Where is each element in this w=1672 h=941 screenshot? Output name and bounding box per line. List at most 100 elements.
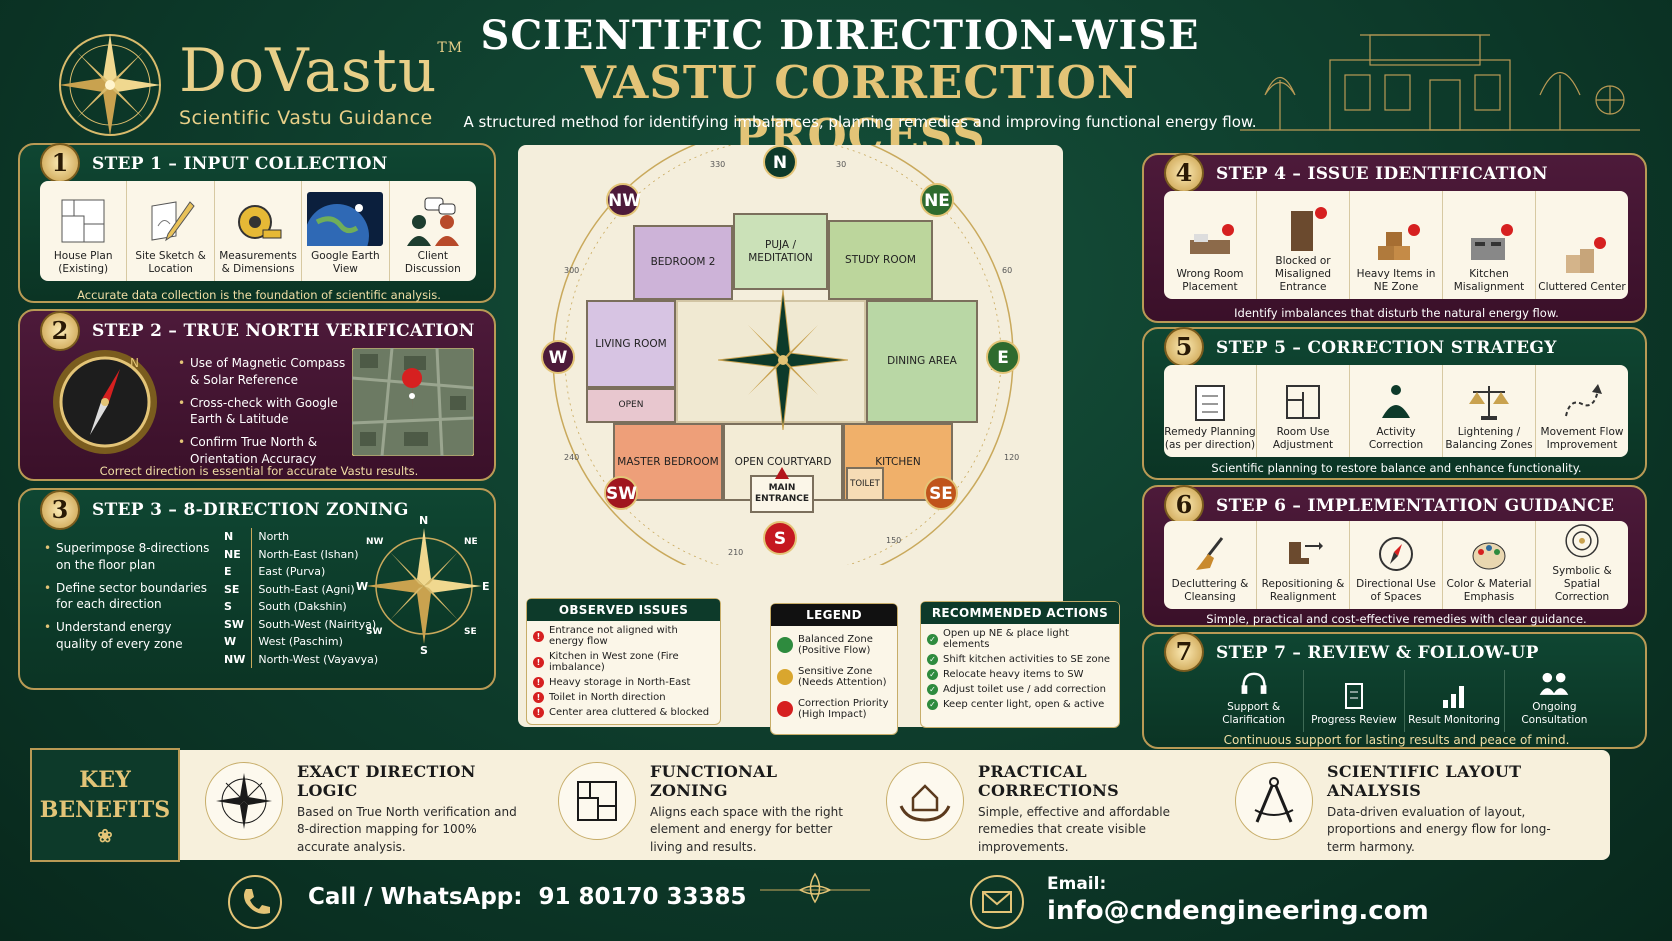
legend-box: LEGEND Balanced Zone (Positive Flow) Sen… — [770, 603, 898, 735]
step2-bullets: Use of Magnetic Compass & Solar Referenc… — [178, 355, 353, 474]
step1-badge: 1 — [40, 143, 80, 183]
room-bedroom-2: BEDROOM 2 — [633, 225, 733, 300]
svg-text:NE: NE — [464, 537, 478, 547]
room-toilet: TOILET — [846, 467, 884, 501]
email-address[interactable]: info@cndengineering.com — [1047, 896, 1429, 926]
step1-title: STEP 1 – INPUT COLLECTION — [92, 154, 388, 174]
step1-item-google-earth: Google Earth View — [302, 181, 390, 281]
step7-item: Progress Review — [1304, 670, 1405, 732]
step5-item: Activity Correction — [1350, 365, 1443, 457]
step5-panel: 5 STEP 5 – CORRECTION STRATEGY Remedy Pl… — [1142, 327, 1647, 480]
svg-text:NW: NW — [366, 537, 384, 547]
step7-item: Result Monitoring — [1405, 670, 1505, 732]
phone-number[interactable]: 91 80170 33385 — [538, 884, 747, 910]
step6-item: Color & Material Emphasis — [1443, 521, 1536, 609]
clutter-icon — [1566, 236, 1606, 273]
observed-item: !Heavy storage in North-East — [533, 677, 714, 688]
progress-report-icon — [1344, 682, 1363, 709]
call-label: Call / WhatsApp: — [308, 884, 523, 910]
house-illustration-icon — [1240, 34, 1640, 131]
step1-item-house-plan: House Plan (Existing) — [40, 181, 128, 281]
palette-icon — [1472, 542, 1506, 570]
stove-icon — [1471, 223, 1513, 260]
step6-item: Decluttering & Cleansing — [1164, 521, 1257, 609]
step7-items: Support & Clarification Progress Review … — [1204, 670, 1604, 732]
consultation-people-icon — [1540, 672, 1569, 695]
plan-dir-sw: SW — [604, 476, 638, 510]
magnetic-compass-icon: N — [53, 350, 157, 454]
email-label: Email: — [1047, 874, 1107, 894]
step5-footer: Scientific planning to restore balance a… — [1211, 461, 1582, 475]
legend-item-priority: Correction Priority (High Impact) — [777, 698, 891, 720]
step4-item: Cluttered Center — [1536, 191, 1628, 299]
step2-badge: 2 — [40, 311, 80, 351]
room-dining: DINING AREA — [866, 300, 978, 423]
action-item: ✓Open up NE & place light elements — [927, 628, 1113, 650]
meditation-icon — [1382, 384, 1410, 418]
step1-card: House Plan (Existing) Site Sketch & Loca… — [40, 181, 476, 281]
step3-bullets: Superimpose 8-directions on the floor pl… — [44, 540, 214, 659]
action-item: ✓Shift kitchen activities to SE zone — [927, 654, 1113, 665]
door-icon — [1291, 206, 1327, 251]
bed-icon — [1190, 223, 1234, 254]
step7-footer: Continuous support for lasting results a… — [1223, 733, 1570, 747]
svg-text:N: N — [130, 356, 139, 370]
step7-title: STEP 7 – REVIEW & FOLLOW-UP — [1216, 643, 1539, 663]
call-info: Call / WhatsApp: 91 80170 33385 — [308, 884, 747, 910]
plan-dir-w: W — [541, 340, 575, 374]
step7-panel: 7 STEP 7 – REVIEW & FOLLOW-UP Support & … — [1142, 632, 1647, 749]
legend-item-sensitive: Sensitive Zone (Needs Attention) — [777, 666, 891, 688]
svg-text:SW: SW — [366, 627, 382, 637]
brand-name: DoVastuTM — [179, 36, 464, 106]
step6-card: Decluttering & Cleansing Repositioning &… — [1164, 521, 1628, 609]
mandala-icon — [1565, 524, 1599, 558]
eight-direction-compass-icon: N NE E SE S SW W NW — [356, 514, 490, 654]
checklist-icon — [1195, 384, 1225, 421]
step4-panel: 4 STEP 4 – ISSUE IDENTIFICATION Wrong Ro… — [1142, 153, 1647, 323]
broom-icon — [1196, 536, 1224, 570]
step7-badge: 7 — [1164, 632, 1204, 672]
step7-item: Ongoing Consultation — [1505, 670, 1604, 732]
step4-item: Heavy Items in NE Zone — [1350, 191, 1443, 299]
plan-dir-se: SE — [924, 476, 958, 510]
plan-dir-s: S — [763, 521, 797, 555]
measuring-tape-icon — [238, 204, 282, 239]
step5-item: Movement Flow Improvement — [1536, 365, 1628, 457]
compass-rose-icon — [205, 762, 283, 840]
step6-item: Symbolic & Spatial Correction — [1536, 521, 1628, 609]
step5-badge: 5 — [1164, 327, 1204, 367]
phone-icon — [228, 875, 282, 929]
step6-footer: Simple, practical and cost-effective rem… — [1206, 612, 1587, 626]
house-hands-icon — [886, 762, 964, 840]
compass-logo-icon — [59, 34, 161, 136]
svg-text:E: E — [482, 580, 490, 593]
step1-item-site-sketch: Site Sketch & Location — [127, 181, 215, 281]
plan-dir-e: E — [986, 340, 1020, 374]
svg-text:210: 210 — [728, 548, 743, 557]
svg-text:W: W — [356, 580, 368, 593]
sketch-pencil-icon — [151, 200, 195, 241]
step6-panel: 6 STEP 6 – IMPLEMENTATION GUIDANCE Declu… — [1142, 485, 1647, 627]
headset-icon — [1241, 672, 1267, 694]
observed-item: !Entrance not aligned with energy flow — [533, 625, 714, 647]
step4-card: Wrong Room Placement Blocked or Misalign… — [1164, 191, 1628, 299]
observed-item: !Kitchen in West zone (Fire imbalance) — [533, 651, 714, 673]
brand-tagline: Scientific Vastu Guidance — [179, 107, 433, 129]
satellite-map-icon — [352, 348, 474, 456]
main-entrance: MAIN ENTRANCE — [750, 475, 814, 513]
zoning-plan-icon — [558, 762, 636, 840]
svg-text:150: 150 — [886, 536, 901, 545]
svg-text:60: 60 — [1002, 266, 1012, 275]
earth-view-icon — [307, 191, 384, 246]
observed-item: !Center area cluttered & blocked — [533, 707, 714, 718]
step5-title: STEP 5 – CORRECTION STRATEGY — [1216, 338, 1557, 358]
step1-item-client-discussion: Client Discussion — [390, 181, 476, 281]
balance-scale-icon — [1469, 385, 1509, 420]
room-puja: PUJA / MEDITATION — [733, 213, 828, 290]
legend-item-balanced: Balanced Zone (Positive Flow) — [777, 634, 891, 656]
plan-dir-nw: NW — [606, 183, 641, 217]
